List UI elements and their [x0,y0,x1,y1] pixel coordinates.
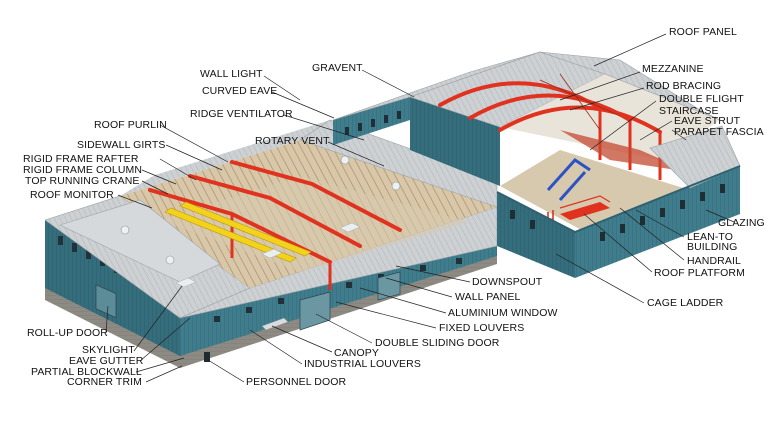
label-rigid-frame-rafter: RIGID FRAME RAFTER [23,153,139,165]
leader-double-flight [589,100,657,151]
label-aluminium-window: ALUMINIUM WINDOW [448,307,558,319]
label-eave-gutter: EAVE GUTTER [69,355,144,367]
label-roll-up-door: ROLL-UP DOOR [27,327,108,339]
double-sliding-door [299,291,331,331]
leader-roof-monitor [117,194,153,209]
leader-rod-bracing [569,87,645,111]
label-roof-purlin: ROOF PURLIN [94,119,167,131]
label-sidewall-girts: SIDEWALL GIRTS [77,139,166,151]
roof-panel [539,51,721,121]
label-fixed-louvers: FIXED LOUVERS [439,322,525,334]
leader-aluminium-window [359,287,447,314]
label-industrial-louvers: INDUSTRIAL LOUVERS [304,358,421,370]
leader-curved-eave [271,91,335,119]
label-eave-strut: EAVE STRUT [674,115,741,127]
label-building: BUILDING [687,241,738,253]
label-skylight: SKYLIGHT [82,344,135,356]
leader-gravent [361,69,415,98]
roll-up-door [95,284,117,319]
roof-monitor [59,199,221,283]
leader-glazing [705,209,735,223]
label-rod-bracing: ROD BRACING [646,80,722,92]
leader-parapet-fascia [671,129,687,141]
glazing [600,232,605,241]
central-hall-back-wall [500,74,720,160]
rod-bracing [539,79,621,117]
leader-handrail [619,207,685,261]
mezzanine [560,130,690,172]
label-glazing: GLAZING [718,217,765,229]
leader-canopy [271,325,333,353]
skylight [175,277,197,288]
label-lean-to: LEAN-TO [687,231,734,243]
main-roof-back [120,120,330,196]
leader-ridge-ventilator [283,114,365,141]
label-corner-trim: CORNER TRIM [67,376,142,388]
label-curved-eave: CURVED EAVE [202,85,278,97]
leader-wall-panel [385,277,453,298]
leader-rotary-vent [327,141,385,167]
leader-roof-panel [593,33,667,67]
leader-corner-trim [145,365,183,383]
leader-personnel-door [207,359,245,383]
leader-cage-ladder [555,253,645,304]
label-mezzanine: MEZZANINE [642,63,704,75]
leader-double-sliding-door [315,313,373,344]
label-gravent: GRAVENT [312,62,363,74]
label-downspout: DOWNSPOUT [472,276,543,288]
leader-roof-purlin [159,124,229,163]
label-rotary-vent: ROTARY VENT [255,135,330,147]
label-cage-ladder: CAGE LADDER [647,297,724,309]
label-double-sliding-door: DOUBLE SLIDING DOOR [375,337,500,349]
rotary-vent [340,155,350,165]
label-wall-light: WALL LIGHT [200,68,263,80]
label-roof-panel: ROOF PANEL [669,26,737,38]
label-handrail: HANDRAIL [687,255,741,267]
partial-blockwall [180,256,497,368]
label-roof-platform: ROOF PLATFORM [654,267,745,279]
double-flight-staircase [546,158,591,201]
top-running-crane [164,201,312,263]
label-double-flight: DOUBLE FLIGHT [659,93,744,105]
leader-skylight [133,285,183,352]
label-ridge-ventilator: RIDGE VENTILATOR [190,108,293,120]
roof-platform [560,202,610,220]
parapet-fascia [496,165,741,234]
leader-lean-to [635,209,685,238]
label-partial-blockwall: PARTIAL BLOCKWALL [31,366,142,378]
leader-mezzanine [559,71,641,101]
handrail [559,195,611,209]
label-top-running-crane: TOP RUNNING CRANE [25,175,140,187]
leader-sidewall-girts [165,144,223,171]
leader-eave-gutter [139,317,191,362]
label-roof-monitor: ROOF MONITOR [30,189,114,201]
leader-top-running-crane [141,180,169,195]
leader-rigid-frame-column [141,169,177,185]
leader-roll-up-door [105,305,109,334]
label-canopy: CANOPY [334,347,379,359]
leader-partial-blockwall [135,357,185,373]
high-bay-right-wall [410,97,500,186]
lean-to-front-wall [497,192,575,278]
leader-rigid-frame-rafter [159,158,197,181]
leader-fixed-louvers [335,301,437,329]
label-parapet-fascia: PARAPET FASCIA [674,126,764,138]
label-wall-panel: WALL PANEL [455,291,521,303]
leader-downspout [395,265,471,283]
label-personnel-door: PERSONNEL DOOR [246,376,347,388]
canopy [261,317,289,331]
leader-industrial-louvers [249,329,303,365]
leader-wall-light [263,75,301,101]
leader-eave-strut [639,120,673,141]
label-rigid-frame-column: RIGID FRAME COLUMN [23,164,143,176]
label-staircase: STAIRCASE [659,105,719,117]
leader-roof-platform [583,213,653,273]
personnel-door [204,352,210,362]
